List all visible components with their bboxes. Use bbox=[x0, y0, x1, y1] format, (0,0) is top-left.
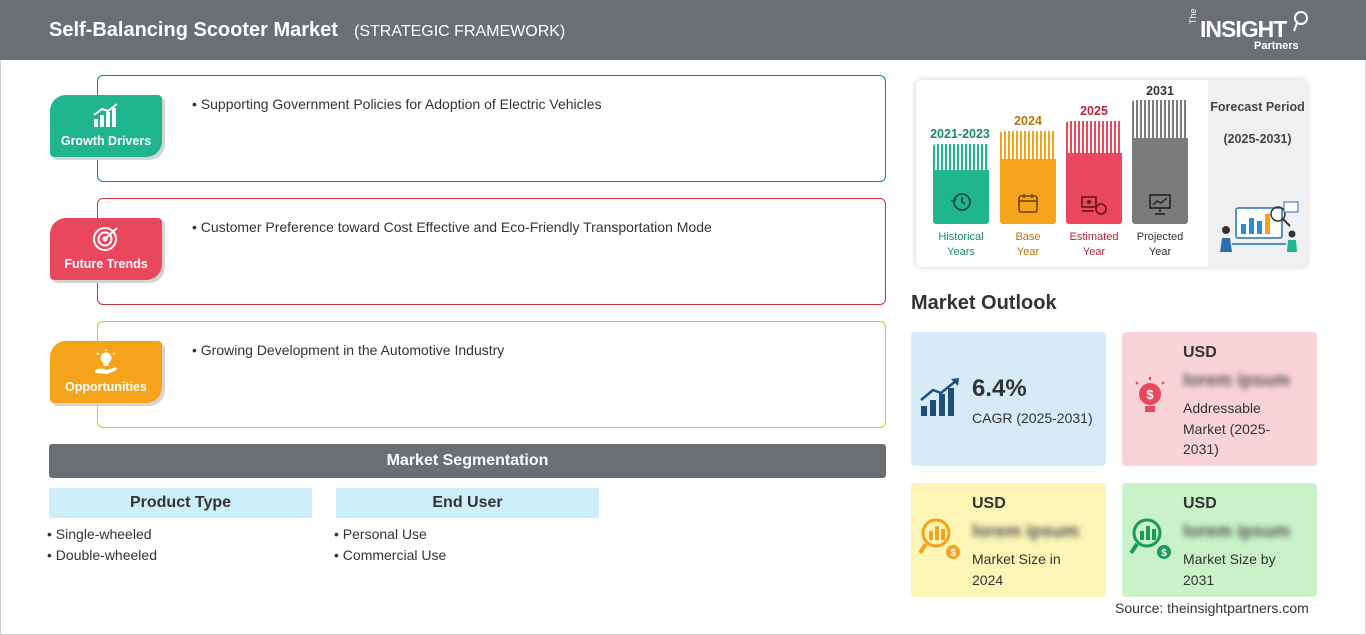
lightbulb-hand-icon bbox=[95, 349, 117, 374]
growth-drivers-bullet: • Supporting Government Policies for Ado… bbox=[192, 96, 602, 112]
list-item: • Single-wheeled bbox=[47, 526, 152, 542]
size-2031-value: lorem ipsum bbox=[1183, 521, 1291, 541]
forecast-period: (2025-2031) bbox=[1223, 132, 1292, 146]
list-item: • Personal Use bbox=[334, 526, 427, 542]
source-citation: Source: theinsightpartners.com bbox=[1115, 600, 1309, 616]
projected-year: 2031 bbox=[1146, 84, 1174, 98]
logo-insight-text: INSIGHT bbox=[1200, 16, 1287, 42]
list-item: • Commercial Use bbox=[334, 547, 447, 563]
svg-text:$: $ bbox=[950, 548, 956, 559]
opportunities-bullet: • Growing Development in the Automotive … bbox=[192, 342, 505, 358]
svg-text:$: $ bbox=[1146, 387, 1154, 402]
growth-drivers-label: Growth Drivers bbox=[60, 134, 152, 148]
insight-partners-logo[interactable]: The INSIGHT Partners bbox=[1188, 8, 1318, 54]
growth-drivers-badge: Growth Drivers bbox=[50, 95, 162, 157]
historical-year: 2021-2023 bbox=[930, 127, 990, 141]
end-user-heading: End User bbox=[336, 488, 599, 518]
opportunities-label: Opportunities bbox=[65, 380, 147, 394]
logo-pin-icon bbox=[1293, 11, 1308, 32]
money-search-icon: $ bbox=[1129, 518, 1171, 559]
growth-bar-chart-icon bbox=[920, 378, 959, 416]
forecast-title: Forecast Period bbox=[1210, 100, 1305, 114]
svg-text:$: $ bbox=[1161, 548, 1167, 559]
size-2024-currency: USD bbox=[972, 495, 1006, 512]
cagr-value: 6.4% bbox=[972, 375, 1027, 402]
market-size-2031-box: $ USD lorem ipsum Market Size by 2031 bbox=[1122, 483, 1317, 597]
page-title: Self-Balancing Scooter Market bbox=[49, 19, 338, 41]
base-bar bbox=[1000, 131, 1056, 224]
estimated-bar bbox=[1066, 121, 1122, 224]
size-2031-label: Market Size by 2031 bbox=[1183, 551, 1276, 588]
market-size-2024-box: $ USD lorem ipsum Market Size in 2024 bbox=[911, 483, 1106, 597]
calendar-icon bbox=[1018, 194, 1038, 213]
future-trends-badge: Future Trends bbox=[50, 218, 162, 280]
analytics-illustration-icon bbox=[1220, 201, 1299, 252]
cagr-label: CAGR (2025-2031) bbox=[972, 410, 1093, 426]
estimated-year: 2025 bbox=[1080, 104, 1108, 118]
target-icon bbox=[93, 227, 118, 251]
addressable-currency: USD bbox=[1183, 344, 1217, 361]
page-subtitle: (STRATEGIC FRAMEWORK) bbox=[354, 23, 566, 40]
size-2024-label: Market Size in 2024 bbox=[972, 551, 1061, 588]
growth-drivers-card: • Supporting Government Policies for Ado… bbox=[97, 75, 886, 182]
addressable-market-box: $ USD lorem ipsum Addressable Market (20… bbox=[1122, 332, 1317, 466]
base-year: 2024 bbox=[1014, 114, 1042, 128]
future-trends-bullet: • Customer Preference toward Cost Effect… bbox=[192, 219, 712, 235]
list-item: • Double-wheeled bbox=[47, 547, 157, 563]
presentation-icon bbox=[1149, 194, 1171, 215]
growth-chart-icon bbox=[93, 103, 118, 127]
addressable-value: lorem ipsum bbox=[1183, 370, 1291, 390]
forecast-period-panel: Forecast Period (2025-2031) bbox=[1208, 80, 1307, 267]
history-icon bbox=[950, 193, 971, 211]
estimate-icon bbox=[1081, 196, 1107, 215]
historical-bar bbox=[933, 144, 989, 224]
size-2031-currency: USD bbox=[1183, 495, 1217, 512]
logo-the-text: The bbox=[1188, 8, 1198, 24]
projected-bar bbox=[1132, 100, 1188, 224]
market-outlook-title: Market Outlook bbox=[911, 292, 1057, 314]
header-bar: Self-Balancing Scooter Market (STRATEGIC… bbox=[0, 0, 1366, 60]
product-type-heading: Product Type bbox=[49, 488, 312, 518]
opportunities-badge: Opportunities bbox=[50, 341, 162, 403]
opportunities-card: • Growing Development in the Automotive … bbox=[97, 321, 886, 428]
logo-partners-text: Partners bbox=[1254, 40, 1299, 52]
market-segmentation-header: Market Segmentation bbox=[49, 444, 886, 478]
addressable-label: Addressable Market (2025-2031) bbox=[1183, 400, 1271, 457]
cagr-box: 6.4% CAGR (2025-2031) bbox=[911, 332, 1106, 466]
money-search-icon: $ bbox=[918, 518, 960, 559]
future-trends-label: Future Trends bbox=[64, 257, 148, 271]
money-bulb-icon: $ bbox=[1135, 377, 1165, 412]
future-trends-card: • Customer Preference toward Cost Effect… bbox=[97, 198, 886, 305]
size-2024-value: lorem ipsum bbox=[972, 521, 1080, 541]
